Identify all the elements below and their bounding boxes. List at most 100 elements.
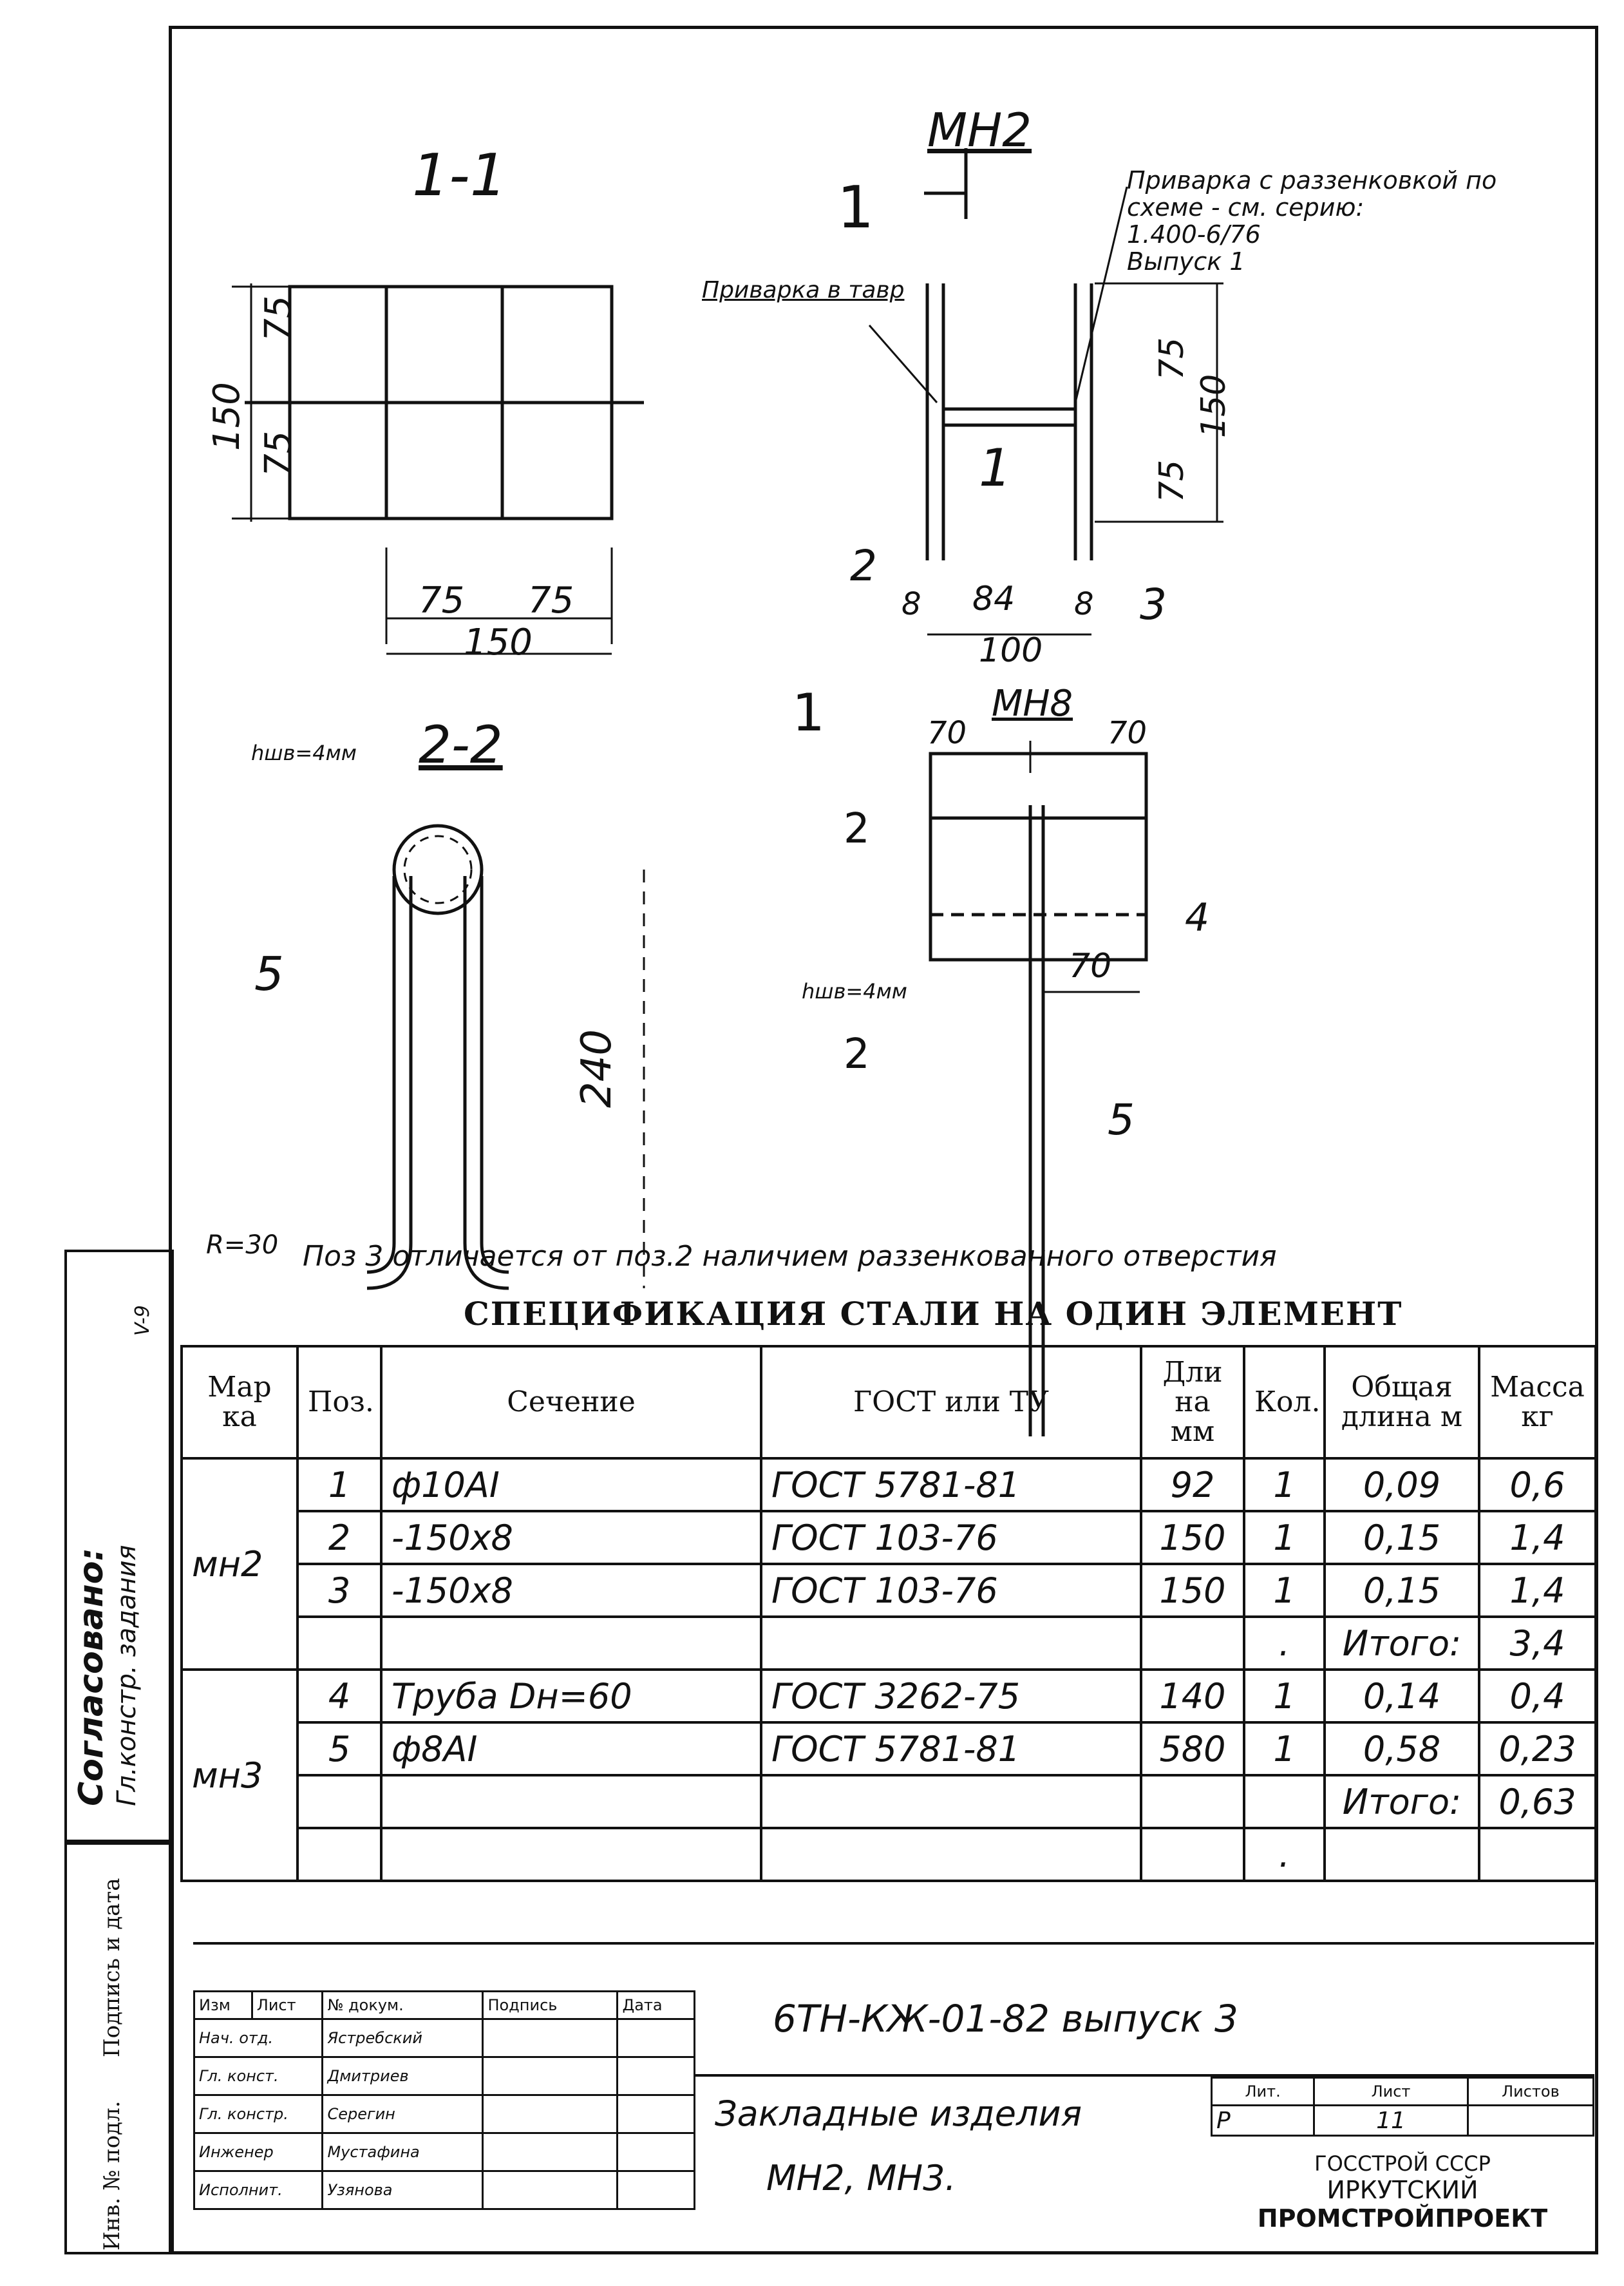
col-header: № докум. xyxy=(321,1990,484,2020)
cell xyxy=(760,1615,1142,1671)
weld-note-right-3: 1.400-6/76 xyxy=(1127,220,1261,249)
cell: 0,14 xyxy=(1323,1668,1480,1724)
org-line: ГОССТРОЙ СССР xyxy=(1314,2151,1491,2176)
total-label: Итого: xyxy=(1323,1615,1480,1671)
person-name: Ястребский xyxy=(321,2018,484,2058)
person-name: Серегин xyxy=(321,2094,484,2134)
col-header: ГОСТ или ТУ xyxy=(760,1345,1142,1460)
dim-label: 75 xyxy=(528,580,574,622)
dim-label: 8 xyxy=(1074,586,1094,622)
cell xyxy=(1140,1827,1245,1882)
table-row: Итого: 0,63 xyxy=(182,1774,1597,1829)
cell: 580 xyxy=(1140,1721,1245,1776)
cell: 1 xyxy=(296,1457,382,1512)
person-role: Нач. отд. xyxy=(193,2018,324,2058)
view-mn3-label: МН8 xyxy=(992,683,1073,725)
cell: . xyxy=(1243,1615,1326,1671)
person-role: Гл. констр. xyxy=(193,2094,324,2134)
cell: Труба Dн=60 xyxy=(380,1668,762,1724)
col-header: Подпись xyxy=(482,1990,619,2020)
col-header: Поз. xyxy=(296,1345,382,1460)
cell: 150 xyxy=(1140,1510,1245,1565)
dim-label: 100 xyxy=(979,631,1043,670)
pos-label: 3 xyxy=(1140,580,1167,629)
col-header: Изм xyxy=(193,1990,253,2020)
dim-label: 75 xyxy=(1153,459,1191,502)
total-label: Итого: xyxy=(1323,1774,1480,1829)
cell: ф10АI xyxy=(380,1457,762,1512)
dim-label: R=30 xyxy=(206,1230,279,1260)
cell: -150х8 xyxy=(380,1510,762,1565)
weld-note: Приварка в тавр xyxy=(702,277,905,303)
total-value: 3,4 xyxy=(1478,1615,1597,1671)
section-mark: 1 xyxy=(792,683,825,743)
page-mark: V-9 xyxy=(131,1305,154,1336)
cell: 1 xyxy=(1243,1510,1326,1565)
col-header: Сечение xyxy=(380,1345,762,1460)
table-row: 5 ф8АI ГОСТ 5781-81 580 1 0,58 0,23 xyxy=(182,1721,1597,1776)
cell: ГОСТ 103-76 xyxy=(760,1510,1142,1565)
side-stamp-signatures: Подпись и дата Инв. № подл. xyxy=(64,1842,174,2254)
cell xyxy=(296,1774,382,1829)
table-row: мн3 4 Труба Dн=60 ГОСТ 3262-75 140 1 0,1… xyxy=(180,1668,1597,1882)
cell xyxy=(1140,1774,1245,1829)
section-mark: 2 xyxy=(844,805,870,853)
table-header-row: Мар ка Поз. Сечение ГОСТ или ТУ Дли на м… xyxy=(180,1345,1597,1460)
pos-label: 2 xyxy=(850,541,877,591)
cell: 5 xyxy=(296,1721,382,1776)
agreed-label: Согласовано: xyxy=(72,1547,111,1806)
pos-label: 5 xyxy=(1108,1095,1135,1145)
section-2-2-label: 2-2 xyxy=(419,715,503,775)
dim-label: 75 xyxy=(419,580,465,622)
cell xyxy=(380,1615,762,1671)
document-title-2: МН2, МН3. xyxy=(766,2158,956,2198)
stage-value: Р xyxy=(1210,2104,1316,2137)
weld-note-right-1: Приварка с раззенковкой по xyxy=(1127,166,1497,195)
col-header: Лист xyxy=(1313,2077,1469,2106)
dim-label: 150 xyxy=(206,382,248,451)
cell: 0,15 xyxy=(1323,1563,1480,1618)
cell: 150 xyxy=(1140,1563,1245,1618)
cell: 2 xyxy=(296,1510,382,1565)
cell: 0,58 xyxy=(1323,1721,1480,1776)
table-row: 3 -150х8 ГОСТ 103-76 150 1 0,15 1,4 xyxy=(182,1563,1597,1618)
view-mn2-label: МН2 xyxy=(927,103,1032,157)
pos-label: 5 xyxy=(254,947,284,1001)
sheets-value xyxy=(1466,2104,1595,2137)
spec-title: СПЕЦИФИКАЦИЯ СТАЛИ НА ОДИН ЭЛЕМЕНТ xyxy=(464,1295,1403,1333)
cell: 1,4 xyxy=(1478,1563,1597,1618)
person-role: Гл. конст. xyxy=(193,2056,324,2096)
table-row: Гл. констр.Серегин xyxy=(193,2094,695,2134)
col-header: Лит. xyxy=(1210,2077,1316,2106)
col-header: Дли на мм xyxy=(1140,1345,1245,1460)
side-stamp-approval: Согласовано: Гл.констр. задания V-9 xyxy=(64,1250,174,1842)
total-value: 0,63 xyxy=(1478,1774,1597,1829)
revision-table: Изм Лист № докум. Подпись Дата Нач. отд.… xyxy=(193,1990,695,2210)
divider xyxy=(695,2074,1594,2077)
dim-label: 150 xyxy=(464,622,533,663)
cell: 0,09 xyxy=(1323,1457,1480,1512)
col-header: Мар ка xyxy=(180,1345,299,1460)
cell: ф8АI xyxy=(380,1721,762,1776)
cell: 140 xyxy=(1140,1668,1245,1724)
cell xyxy=(1140,1615,1245,1671)
dim-label: 240 xyxy=(573,1029,621,1108)
person-role: Исполнит. xyxy=(193,2170,324,2210)
cell: 0,4 xyxy=(1478,1668,1597,1724)
table-row: Исполнит.Узянова xyxy=(193,2170,695,2210)
stage-table: Лит. Лист Листов Р 11 xyxy=(1210,2077,1595,2137)
inventory-label: Инв. № подл. xyxy=(99,2100,125,2251)
cell: 0,6 xyxy=(1478,1457,1597,1512)
dim-label: 75 xyxy=(258,430,299,477)
dim-label: 75 xyxy=(1153,337,1191,380)
mark-cell: мн3 xyxy=(180,1668,299,1882)
dim-label: 70 xyxy=(927,715,967,751)
cell: 3 xyxy=(296,1563,382,1618)
cell: . xyxy=(1243,1827,1326,1882)
pos-label: 1 xyxy=(979,438,1012,498)
cell xyxy=(760,1827,1142,1882)
signature-date-label: Подпись и дата xyxy=(99,1878,125,2058)
cell: ГОСТ 5781-81 xyxy=(760,1457,1142,1512)
